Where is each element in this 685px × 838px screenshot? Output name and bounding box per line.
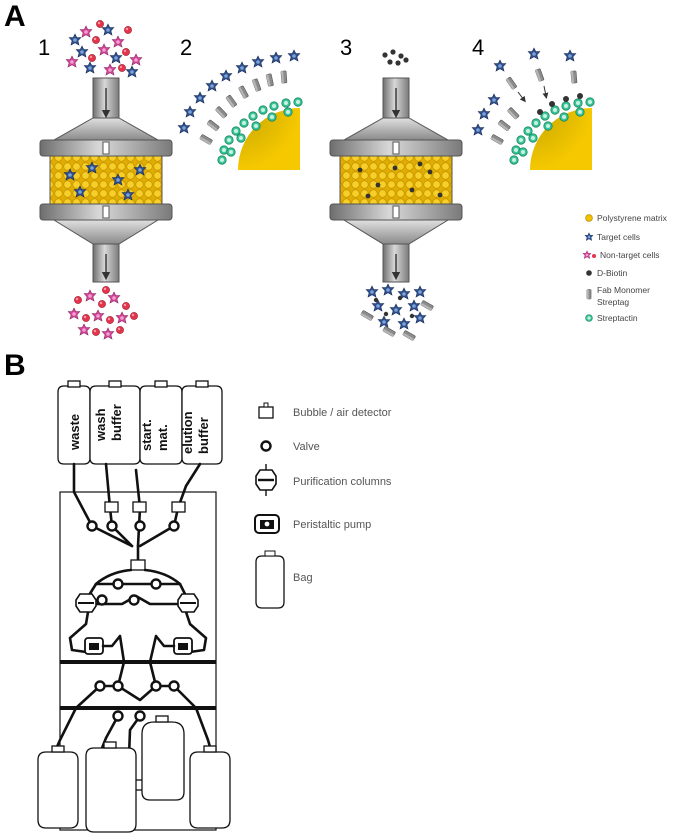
bag-waste: waste [57, 380, 91, 465]
bag-start-mat: start.mat. [139, 380, 183, 465]
bag-label: washbuffer [93, 404, 124, 442]
pump-icon [254, 514, 280, 534]
legend-panel-b: Bubble / air detector Valve Purification… [254, 402, 392, 609]
column-step-1 [39, 77, 173, 283]
legend-a-item: D-Biotin [597, 268, 628, 278]
legend-a-item: Non-target cells [600, 250, 660, 260]
panel-b-letter: B [4, 349, 26, 382]
bag-bottom-inner [141, 715, 185, 801]
column-icon [255, 464, 277, 496]
legend-b-item: Peristaltic pump [293, 519, 371, 531]
step-3-label: 3 [340, 35, 352, 60]
d-biotin-input [382, 49, 409, 66]
panel-a-letter: A [4, 0, 26, 33]
column-step-3 [329, 77, 463, 283]
bag-label: elutionbuffer [180, 411, 211, 454]
eluted-target-cells [360, 283, 435, 342]
gray-fab-icon [586, 288, 592, 300]
legend-a-item: Target cells [597, 232, 640, 242]
legend-panel-a: Polystyrene matrix Target cells Non-targ… [582, 213, 668, 323]
blue-star-cell-icon [584, 232, 594, 241]
bag-bottom-right [189, 745, 231, 829]
green-ring-icon [585, 314, 593, 322]
step-1-label: 1 [38, 35, 50, 60]
step-4-label: 4 [472, 35, 484, 60]
bag-bottom-left [37, 745, 79, 829]
column-icon [177, 593, 199, 613]
bead-closeup-step-2 [177, 49, 303, 170]
legend-a-item: Fab Monomer [597, 285, 650, 295]
bag-wash-buffer: washbuffer [89, 380, 141, 465]
legend-b-item: Purification columns [293, 476, 392, 488]
mixed-cells-input [65, 19, 143, 78]
pump-icon [173, 637, 193, 655]
legend-b-item: Bag [293, 572, 313, 584]
bubble-detector-icon [258, 402, 274, 419]
pink-star-cell-icon [582, 250, 592, 259]
legend-a-item: Streptactin [597, 313, 638, 323]
column-icon [75, 593, 97, 613]
bag-label: start.mat. [139, 419, 170, 451]
legend-a-item: Streptag [597, 297, 629, 307]
black-dot-icon [586, 270, 592, 276]
bead-closeup-step-4 [471, 47, 595, 170]
non-target-cells-output [67, 285, 139, 340]
legend-b-item: Valve [293, 441, 320, 453]
valve-icon [260, 440, 272, 452]
yellow-bead-icon [585, 214, 593, 222]
bag-elution-buffer: elutionbuffer [180, 380, 223, 465]
step-2-label: 2 [180, 35, 192, 60]
fluidic-circuit: waste washbuffer start.mat. elutionbuffe… [37, 380, 231, 833]
bag-bottom-center [85, 741, 137, 833]
bag-icon [255, 550, 285, 609]
pump-icon [84, 637, 104, 655]
bag-label: waste [67, 414, 82, 451]
legend-b-item: Bubble / air detector [293, 407, 392, 419]
legend-a-item: Polystyrene matrix [597, 213, 668, 223]
